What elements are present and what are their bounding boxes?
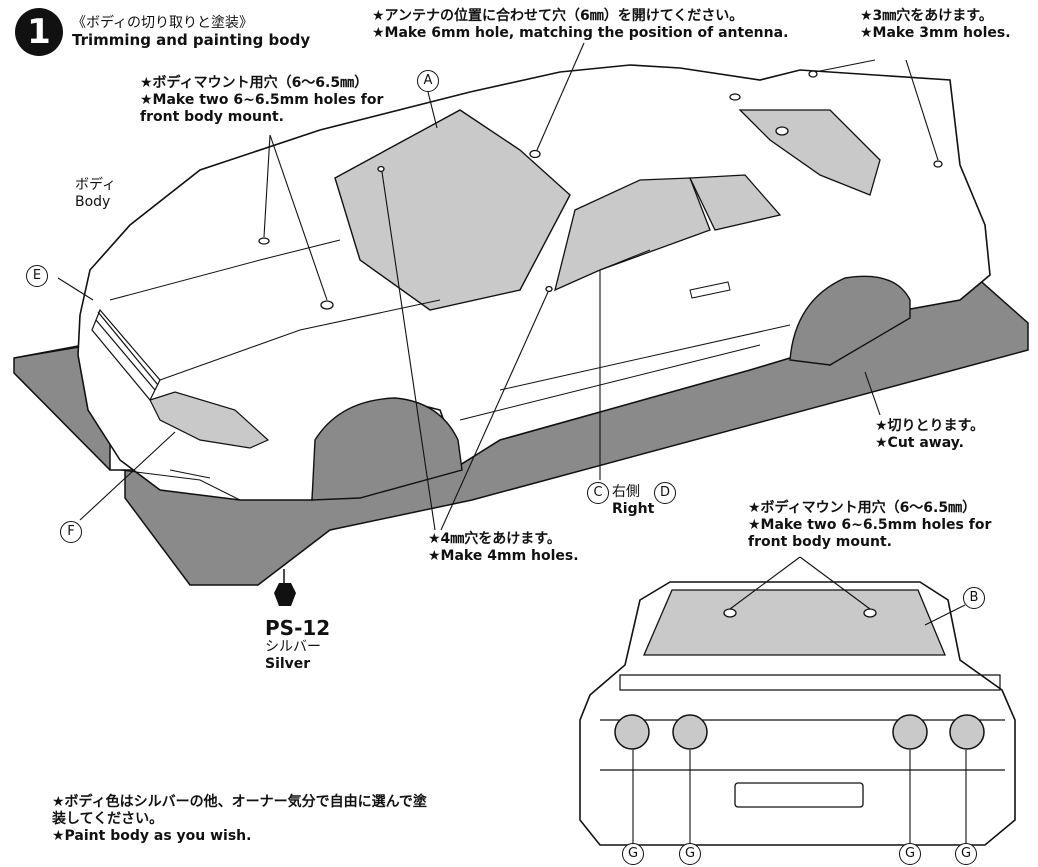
paint-note: ★ボディ色はシルバーの他、オーナー気分で自由に選んで塗 装してください。 ★Pa… — [52, 794, 427, 845]
side-view-holes — [258, 70, 943, 310]
step-title-ja: 《ボディの切り取りと塗装》 — [72, 15, 254, 31]
step-title-en: Trimming and painting body — [72, 31, 311, 49]
front-mount-note-ja: ★ボディマウント用穴（6～6.5㎜） — [140, 75, 369, 91]
rear-mount-note-en2: front body mount. — [748, 534, 892, 550]
paint-note-ja-line1: ★ボディ色はシルバーの他、オーナー気分で自由に選んで塗 — [52, 794, 427, 810]
body-label-ja: ボディ — [75, 177, 117, 193]
hole-3mm-note-en: ★Make 3mm holes. — [860, 25, 1011, 41]
hole-4mm-note-en: ★Make 4mm holes. — [428, 548, 579, 564]
side-window-rear — [688, 174, 782, 231]
front-mount-note-en1: ★Make two 6~6.5mm holes for — [140, 92, 384, 108]
rear-view-holes — [723, 608, 877, 618]
tail-lights — [614, 714, 985, 750]
part-letter-b: B — [963, 587, 985, 609]
part-letter-g3: G — [899, 843, 921, 865]
rear-wheel-arch — [789, 275, 911, 366]
body-label: ボディ Body — [75, 177, 116, 211]
paint-color-en: Silver — [265, 656, 311, 672]
rear-view-window — [643, 589, 946, 656]
rear-spoiler — [600, 674, 1005, 771]
part-letter-a: A — [417, 70, 439, 92]
body-label-en: Body — [75, 194, 111, 210]
part-letter-d: D — [654, 482, 676, 504]
paint-note-ja-line2: 装してください。 — [52, 811, 164, 827]
part-letter-e: E — [26, 265, 48, 287]
part-letter-c: C — [587, 482, 609, 504]
front-mount-note-en2: front body mount. — [140, 109, 284, 125]
paint-code-label: PS-12 シルバー Silver — [265, 617, 330, 673]
cut-away-note-ja: ★切りとります。 — [875, 418, 985, 434]
right-side-label-ja: 右側 — [612, 484, 640, 500]
part-letter-f: F — [60, 521, 82, 543]
leader-lines — [57, 42, 967, 845]
hole-3mm-note: ★3㎜穴をあけます。 ★Make 3mm holes. — [860, 8, 1011, 42]
antenna-hole-note: ★アンテナの位置に合わせて穴（6㎜）を開けてください。 ★Make 6mm ho… — [372, 8, 788, 42]
cut-away-note: ★切りとります。 ★Cut away. — [875, 418, 984, 452]
step-title: 《ボディの切り取りと塗装》 Trimming and painting body — [72, 15, 310, 49]
right-side-label-en: Right — [612, 501, 655, 517]
paint-note-en: ★Paint body as you wish. — [52, 828, 252, 844]
paint-bottle-icon — [274, 583, 296, 606]
rear-window — [738, 109, 881, 196]
hole-3mm-note-ja: ★3㎜穴をあけます。 — [860, 8, 993, 24]
part-letter-g4: G — [955, 843, 977, 865]
side-window-front — [554, 177, 711, 292]
windshield — [334, 109, 571, 311]
antenna-hole-note-ja: ★アンテナの位置に合わせて穴（6㎜）を開けてください。 — [372, 8, 744, 24]
hole-4mm-note: ★4㎜穴をあけます。 ★Make 4mm holes. — [428, 531, 579, 565]
antenna-hole-note-en: ★Make 6mm hole, matching the position of… — [372, 25, 789, 41]
body-crease-lines — [109, 239, 791, 501]
rear-mount-note-ja: ★ボディマウント用穴（6～6.5㎜） — [748, 500, 977, 516]
part-letter-g2: G — [679, 843, 701, 865]
part-letter-g1: G — [622, 843, 644, 865]
step-number-badge: 1 — [15, 8, 63, 56]
headlight — [149, 391, 270, 449]
cut-away-note-en: ★Cut away. — [875, 435, 964, 451]
rear-mount-note: ★ボディマウント用穴（6～6.5㎜） ★Make two 6~6.5mm hol… — [748, 500, 991, 551]
front-wheel-arch — [311, 397, 463, 501]
paint-code: PS-12 — [265, 616, 331, 640]
rear-mount-note-en1: ★Make two 6~6.5mm holes for — [748, 517, 992, 533]
license-plate-recess — [734, 782, 864, 808]
right-side-label: 右側 Right — [612, 484, 654, 518]
hole-4mm-note-ja: ★4㎜穴をあけます。 — [428, 531, 561, 547]
front-mount-note: ★ボディマウント用穴（6～6.5㎜） ★Make two 6~6.5mm hol… — [140, 75, 383, 126]
paint-color-ja: シルバー — [265, 639, 321, 655]
